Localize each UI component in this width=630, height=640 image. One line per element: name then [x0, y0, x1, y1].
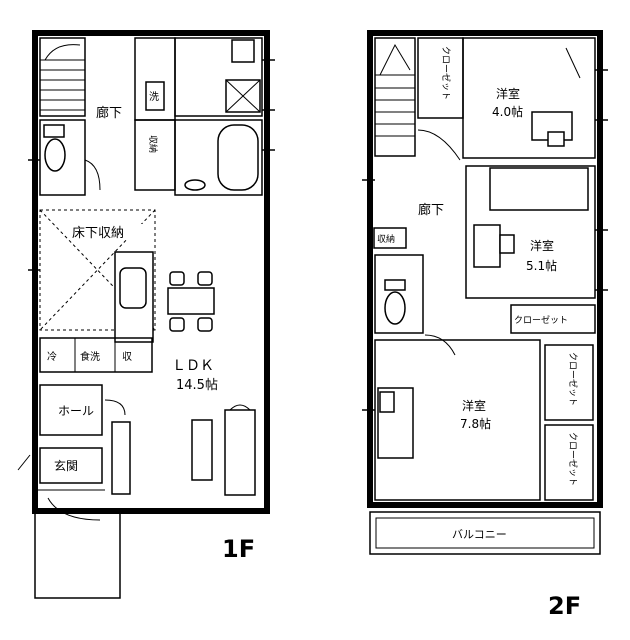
closet-top-label: クローゼット: [440, 46, 452, 100]
closet-right-b-label: クローゼット: [567, 432, 579, 486]
floor2-plan: バルコニー クローゼット 洋室 4.0帖 廊下: [362, 30, 608, 620]
shelf-dish-label: 食洗: [80, 350, 100, 363]
toilet-room-1f: [39, 119, 101, 196]
shelf-storage-label: 収: [122, 351, 132, 363]
sofa-icon: [191, 404, 256, 496]
entrance-label: 玄関: [54, 458, 78, 473]
closet-mid-label: クローゼット: [514, 314, 568, 326]
west-big-size: 7.8帖: [460, 416, 491, 431]
hallway-2f-label: 廊下: [418, 202, 444, 218]
closet-top-2f: クローゼット: [417, 37, 464, 119]
floor1-plan: 廊下 洗 収納 床下収納: [17, 30, 275, 599]
west-mid-name: 洋室: [530, 238, 554, 253]
storage-2f-label: 収納: [377, 233, 395, 245]
shelf-fridge-label: 冷: [47, 350, 57, 363]
bed-mid-icon: [489, 167, 589, 211]
wash-label: 洗: [149, 91, 159, 103]
hall-entrance-1f: ホール 玄関: [17, 384, 126, 521]
storage-in-label: 収納: [147, 135, 159, 153]
west-top-size: 4.0帖: [492, 104, 523, 119]
sink-icon: [231, 39, 255, 63]
desk-mid-icon: [473, 224, 501, 268]
storage-ceiling-label: 床下収納: [72, 226, 124, 241]
dining-set-icon: [167, 271, 215, 332]
west-room-mid: 洋室 5.1帖 クローゼット: [465, 165, 596, 334]
west-room-big: 洋室 7.8帖: [374, 339, 541, 501]
stairs-2f: [374, 37, 416, 157]
sink-area-1f: [174, 37, 263, 117]
west-room-top: 洋室 4.0帖: [462, 37, 596, 159]
toilet-room-2f: [374, 254, 456, 356]
closets-right-2f: クローゼット クローゼット: [544, 344, 594, 501]
floor1-outer-wall: [32, 30, 270, 514]
floor2-outer-wall: [367, 30, 603, 508]
stairs-1f: [39, 37, 86, 117]
kitchen-sink-icon: [119, 267, 147, 309]
tv-board-icon: [111, 421, 131, 495]
west-big-name: 洋室: [462, 398, 486, 413]
ldk-size: 14.5帖: [176, 378, 218, 393]
west-mid-size: 5.1帖: [526, 258, 557, 273]
hallway-1f-label: 廊下: [96, 105, 122, 121]
entrance-porch: [34, 470, 121, 599]
washing-machine-icon: [145, 81, 165, 111]
ldk-label: ＬＤＫ: [172, 358, 214, 374]
closet-right-a-label: クローゼット: [567, 352, 579, 406]
bathtub-icon: [217, 124, 259, 191]
balcony-label: バルコニー: [452, 528, 507, 541]
floor1-label: 1F: [222, 535, 255, 563]
west-top-name: 洋室: [496, 86, 520, 101]
kitchen-counter: 冷 食洗 収: [39, 251, 154, 373]
storage-2f: 収納: [373, 227, 407, 249]
wash-area-1f: 洗 収納: [134, 37, 176, 191]
balcony: バルコニー: [369, 511, 601, 555]
floor2-label: 2F: [548, 592, 581, 620]
hall-label: ホール: [58, 404, 94, 418]
bathroom-1f: [174, 119, 263, 196]
